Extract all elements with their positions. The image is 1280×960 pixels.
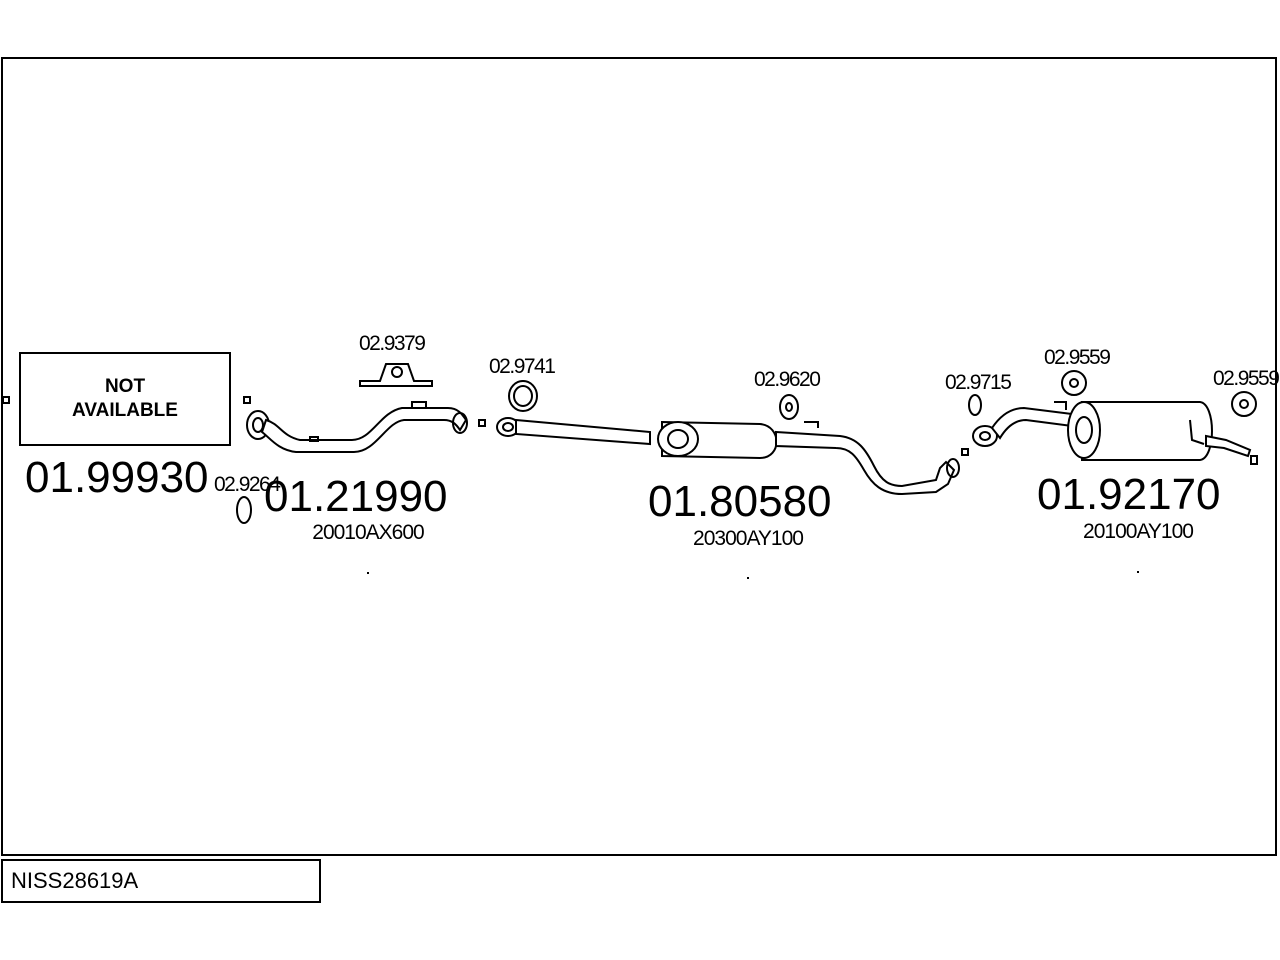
- front-pipe-drawing: [246, 401, 468, 453]
- part-number-02-9620: 02.9620: [754, 368, 820, 391]
- clip-marker: [1250, 455, 1258, 465]
- dot: [1137, 571, 1139, 573]
- part-number-02-9379: 02.9379: [359, 332, 425, 355]
- part-number-01-80580: 01.80580: [648, 477, 832, 526]
- mount-02-9379-drawing: [359, 363, 433, 387]
- rubber-mount-02-9559-b-drawing: [1231, 391, 1257, 417]
- frame-marker: [2, 396, 10, 404]
- rubber-mount-02-9620-drawing: [779, 394, 799, 420]
- part-number-01-99930: 01.99930: [25, 453, 209, 502]
- not-available-box: NOT AVAILABLE: [19, 352, 231, 446]
- kit-code: NISS28619A: [11, 868, 139, 893]
- kit-code-box: NISS28619A: [1, 859, 321, 903]
- dot: [367, 572, 369, 574]
- centre-silencer-drawing: [496, 417, 960, 496]
- not-available-line-1: NOT: [105, 376, 146, 397]
- rear-silencer-drawing: [972, 401, 1252, 461]
- part-number-02-9741: 02.9741: [489, 355, 555, 378]
- dot: [747, 577, 749, 579]
- ring-02-9715-drawing: [968, 394, 982, 416]
- gasket-02-9741-drawing: [508, 380, 538, 412]
- oem-20100AY100: 20100AY100: [1083, 520, 1193, 543]
- clip-marker: [961, 448, 969, 456]
- diagram-frame: [1, 57, 1277, 856]
- oem-20010AX600: 20010AX600: [312, 521, 424, 544]
- clip-marker: [243, 396, 251, 404]
- part-number-02-9264: 02.9264: [214, 473, 281, 496]
- part-number-02-9559-b: 02.9559: [1213, 367, 1279, 390]
- rubber-mount-02-9559-a-drawing: [1061, 370, 1087, 396]
- gasket-02-9264-drawing: [236, 496, 252, 524]
- clip-marker: [478, 419, 486, 427]
- not-available-line-2: AVAILABLE: [72, 400, 178, 421]
- part-number-01-21990: 01.21990: [264, 472, 448, 521]
- part-number-02-9715: 02.9715: [945, 371, 1011, 394]
- part-number-02-9559-a: 02.9559: [1044, 346, 1110, 369]
- part-number-01-92170: 01.92170: [1037, 470, 1221, 519]
- oem-20300AY100: 20300AY100: [693, 527, 803, 550]
